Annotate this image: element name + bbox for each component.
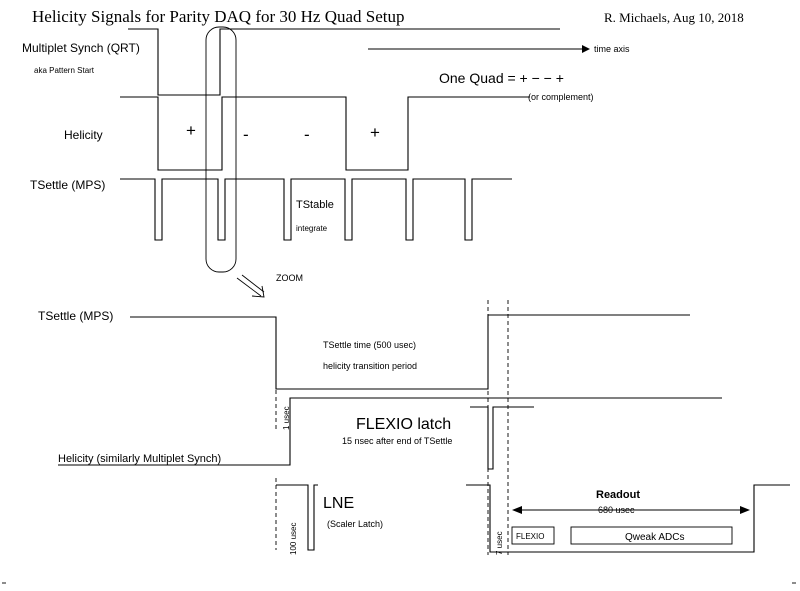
helicity-label: Helicity <box>64 128 103 142</box>
tsettle-time-note: TSettle time (500 usec) <box>323 340 416 350</box>
flexio-box <box>511 526 555 545</box>
multiplet-synch-sublabel: aka Pattern Start <box>34 66 95 75</box>
zoom-label: ZOOM <box>276 273 303 283</box>
readout-time: 680 usec <box>598 505 635 515</box>
flexio-latch-label: FLEXIO latch <box>356 416 451 433</box>
diagram-title: Helicity Signals for Parity DAQ for 30 H… <box>32 7 405 26</box>
flexio-box-label: FLEXIO <box>516 532 544 541</box>
zoom-arrow-line-1 <box>236 277 262 297</box>
tstable-label: TStable <box>296 199 334 211</box>
time-axis-label: time axis <box>594 44 630 54</box>
zoom-arrow-head <box>251 285 265 298</box>
tsettle-zoom-label: TSettle (MPS) <box>38 309 113 323</box>
zoom-arrow-line-2 <box>241 274 265 293</box>
helicity-sign-2: - <box>243 125 249 144</box>
helicity-sign-1: + <box>186 121 196 140</box>
author-date: R. Michaels, Aug 10, 2018 <box>604 10 744 25</box>
flexio-latch-pulse <box>470 406 534 470</box>
readout-arrow-right-head <box>740 506 750 514</box>
tsettle-mps-label: TSettle (MPS) <box>30 178 105 192</box>
helicity-zoom-label: Helicity (similarly Multiplet Synch) <box>58 453 221 465</box>
lne-label: LNE <box>323 495 354 512</box>
seven-usec-label: 7 usec <box>495 531 504 555</box>
qweak-adcs-box <box>570 526 733 545</box>
helicity-zoom-waveform <box>58 397 722 466</box>
integrate-label: integrate <box>296 224 328 233</box>
flexio-latch-note: 15 nsec after end of TSettle <box>342 436 452 446</box>
readout-pulse <box>466 484 790 553</box>
helicity-sign-4: + <box>370 123 380 142</box>
qweak-adcs-label: Qweak ADCs <box>625 532 684 543</box>
multiplet-synch-waveform <box>128 28 560 96</box>
zoom-highlight <box>205 26 237 273</box>
time-axis-arrowhead <box>582 45 590 53</box>
one-usec-label: 1 usec <box>282 406 291 430</box>
helicity-waveform <box>120 96 530 171</box>
tsettle-zoom-waveform <box>130 314 690 390</box>
readout-arrow-left-head <box>512 506 522 514</box>
complement-note: (or complement) <box>528 92 594 102</box>
helicity-sign-3: - <box>304 125 310 144</box>
lne-pulse <box>276 484 318 551</box>
scaler-latch-label: (Scaler Latch) <box>327 519 383 529</box>
readout-label: Readout <box>596 489 640 501</box>
multiplet-synch-label: Multiplet Synch (QRT) <box>22 41 140 55</box>
one-quad-label: One Quad = + − − + <box>439 70 564 86</box>
hundred-usec-label: 100 usec <box>289 523 298 555</box>
tsettle-mps-waveform <box>120 178 512 241</box>
transition-period-note: helicity transition period <box>323 361 417 371</box>
